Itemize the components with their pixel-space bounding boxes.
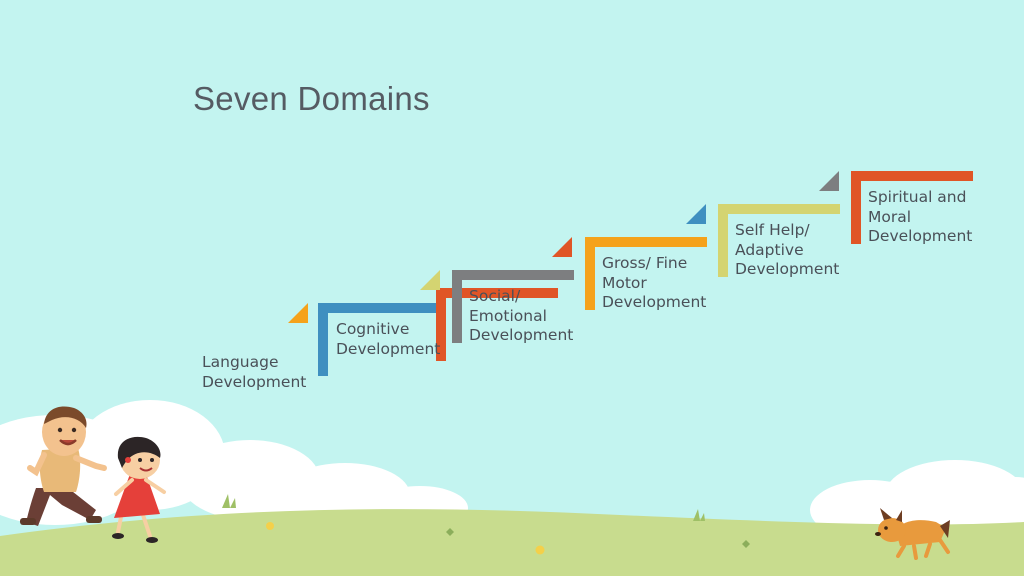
label-line: Motor — [602, 273, 647, 292]
label-line: Adaptive — [735, 240, 804, 259]
label-line: Self Help/ — [735, 221, 810, 239]
label-line: Development — [469, 326, 574, 344]
step-post-social-gray — [452, 270, 462, 343]
grass-field — [0, 509, 1024, 576]
label-language: Language Development — [202, 353, 306, 392]
slide-title: Seven Domains — [193, 80, 430, 117]
step-triangle-spiritual — [819, 171, 839, 191]
label-line: Gross/ Fine — [602, 254, 688, 272]
step-triangle-cognitive — [288, 303, 308, 323]
step-post-social — [436, 288, 446, 361]
running-girl-illustration — [112, 436, 166, 543]
label-cognitive: Cognitive Development — [336, 320, 440, 359]
step-post-self-help — [718, 204, 728, 277]
step-bar-self-help — [718, 204, 840, 214]
step-post-cognitive — [318, 303, 328, 376]
label-line: Spiritual and — [868, 188, 967, 206]
step-bar-gross-fine — [585, 237, 707, 247]
running-boy-illustration — [20, 406, 107, 526]
label-social-emotional: Social/ Emotional Development — [469, 287, 573, 346]
label-line: Moral — [868, 207, 912, 226]
grass-tufts — [222, 494, 705, 521]
step-triangle-social-gray — [420, 270, 440, 290]
step-bar-cognitive — [318, 303, 442, 313]
step-triangle-gross-fine — [552, 237, 572, 257]
flowers — [266, 522, 750, 555]
label-line: Language — [202, 353, 279, 371]
label-line: Development — [336, 339, 441, 358]
label-spiritual-moral: Spiritual and Moral Development — [868, 188, 972, 247]
label-line: Cognitive — [336, 320, 410, 338]
step-triangle-self-help — [686, 204, 706, 224]
label-line: Development — [735, 260, 840, 278]
label-line: Development — [602, 293, 707, 311]
step-bar-social-gray — [452, 270, 574, 280]
label-line: Emotional — [469, 306, 547, 325]
step-post-spiritual — [851, 171, 861, 244]
label-self-help-adaptive: Self Help/ Adaptive Development — [735, 221, 839, 280]
step-bar-social — [436, 288, 558, 298]
running-dog-illustration — [875, 508, 950, 560]
label-line: Development — [868, 227, 973, 245]
label-line: Development — [202, 372, 307, 391]
cloud-right-3 — [975, 477, 1024, 533]
domains-stair-diagram — [288, 171, 973, 376]
step-bar-spiritual — [851, 171, 973, 181]
step-post-gross-fine — [585, 237, 595, 310]
label-gross-fine-motor: Gross/ Fine Motor Development — [602, 254, 706, 313]
label-line: Social/ — [469, 287, 521, 305]
